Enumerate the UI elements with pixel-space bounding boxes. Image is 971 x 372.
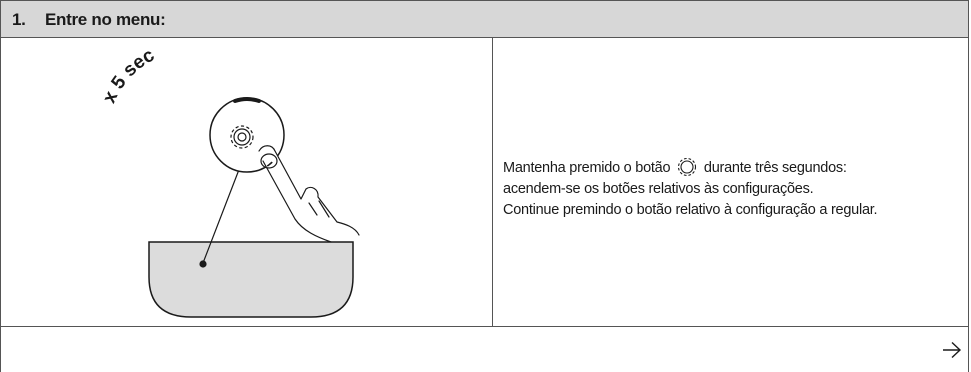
instruction-line-1-end: durante três segundos: bbox=[703, 160, 847, 176]
hand-icon bbox=[258, 145, 360, 243]
pointer-dot bbox=[199, 260, 207, 268]
gear-icon bbox=[230, 125, 254, 149]
instructions-text: Mantenha premido o botão durante três se… bbox=[503, 157, 878, 221]
instruction-line-3: Continue premindo o botão relativo à con… bbox=[503, 202, 878, 218]
pointer-line bbox=[202, 166, 241, 264]
svg-text:x 5 sec: x 5 sec bbox=[99, 44, 159, 106]
illustration-cell: x 5 sec bbox=[0, 37, 493, 327]
instruction-line-1-start: Mantenha premido o botão bbox=[503, 160, 671, 176]
step-title: Entre no menu: bbox=[45, 10, 166, 29]
instructions-cell: Mantenha premido o botão durante três se… bbox=[492, 37, 969, 327]
led-indicator bbox=[233, 97, 261, 103]
duration-label: x 5 sec bbox=[99, 44, 159, 106]
instruction-line-2: acendem-se os botões relativos às config… bbox=[503, 181, 814, 197]
arrow-right-icon bbox=[943, 341, 962, 359]
bowl-icon bbox=[148, 241, 354, 318]
illustration: x 5 sec bbox=[99, 44, 360, 318]
footer-row bbox=[0, 326, 969, 372]
step-number: 1. bbox=[12, 10, 26, 29]
step-header: 1. Entre no menu: bbox=[0, 0, 969, 38]
gear-icon bbox=[678, 157, 697, 177]
